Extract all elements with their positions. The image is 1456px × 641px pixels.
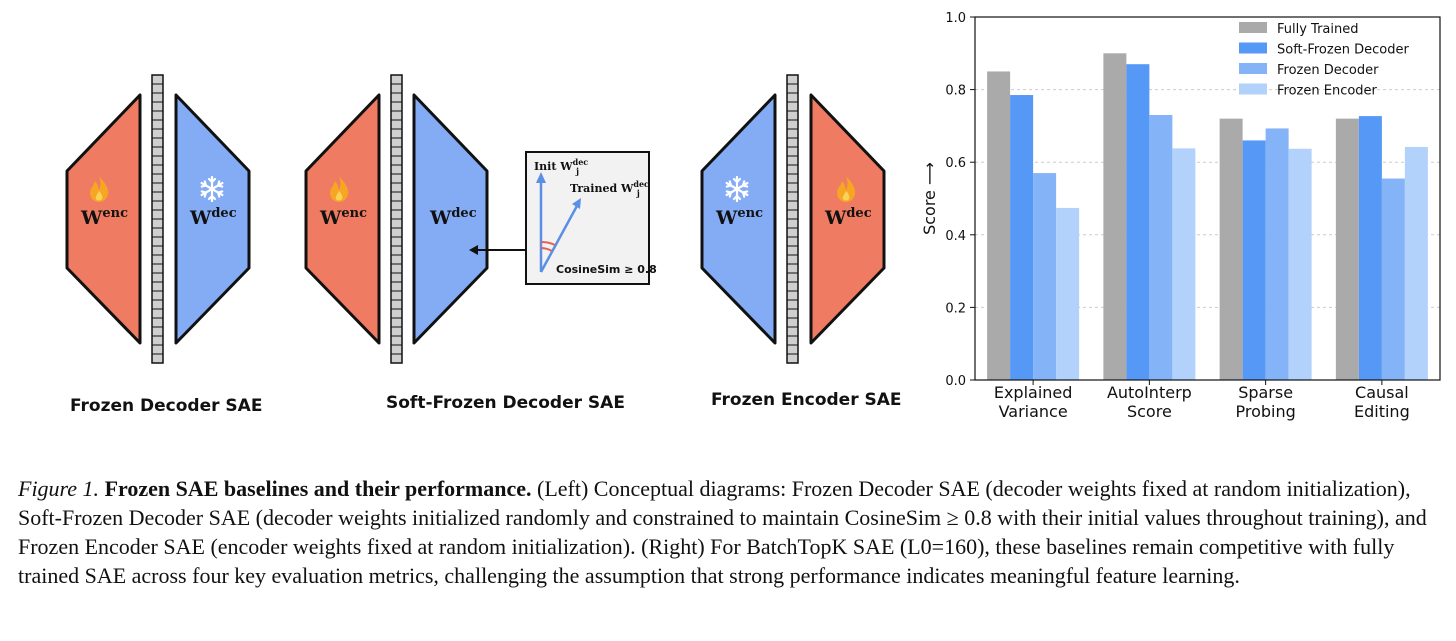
legend-swatch <box>1239 63 1267 74</box>
bar <box>1265 128 1289 380</box>
y-tick-label: 0.2 <box>945 301 966 316</box>
decoder-block <box>174 93 251 345</box>
legend-label: Fully Trained <box>1277 22 1359 37</box>
bar <box>1149 115 1173 380</box>
legend-label: Frozen Decoder <box>1277 63 1379 78</box>
decoder-block <box>412 93 489 345</box>
decoder-block <box>809 93 886 345</box>
bar <box>1242 140 1266 380</box>
bar <box>1172 148 1196 380</box>
bar <box>1358 116 1382 380</box>
encoder-block <box>65 93 142 345</box>
bar <box>1056 207 1080 380</box>
conceptual-diagrams: Wenc Wdec Wenc Wdec <box>65 74 886 364</box>
trained-vector <box>539 203 580 273</box>
latent-bar <box>151 74 164 364</box>
bar <box>1404 146 1428 380</box>
latent-bar <box>390 74 403 364</box>
bar <box>1288 148 1312 380</box>
bar <box>1381 178 1405 380</box>
bar <box>1335 118 1359 380</box>
y-tick-label: 0.6 <box>945 156 966 171</box>
y-tick-label: 0.4 <box>945 229 966 244</box>
legend-swatch <box>1239 22 1267 33</box>
bar <box>987 71 1011 380</box>
y-tick-label: 0.8 <box>945 84 966 99</box>
legend-swatch <box>1239 42 1267 54</box>
bar <box>1219 118 1243 380</box>
latent-bar <box>786 74 799 364</box>
encoder-weight-label: Wenc <box>319 206 367 229</box>
decoder-weight-label: Wdec <box>429 206 477 229</box>
encoder-weight-label: Wenc <box>80 206 128 229</box>
angle-arc <box>540 247 553 252</box>
legend-label: Soft-Frozen Decoder <box>1277 43 1409 58</box>
y-tick-label: 0.0 <box>945 374 966 389</box>
legend-label: Frozen Encoder <box>1277 84 1378 99</box>
frozen-encoder-label: Frozen Encoder SAE <box>711 390 902 410</box>
bar <box>1126 64 1150 380</box>
figure-number: Figure 1. <box>18 476 100 501</box>
figure-caption: Figure 1. Frozen SAE baselines and their… <box>18 474 1438 590</box>
frozen-decoder-diagram: Wenc Wdec <box>65 74 251 364</box>
caption-title: Frozen SAE baselines and their performan… <box>104 476 532 501</box>
bar <box>1010 95 1034 381</box>
cosine-sim-label: CosineSim ≥ 0.8 <box>556 263 657 276</box>
encoder-weight-label: Wenc <box>715 206 763 229</box>
y-tick-label: 1.0 <box>945 11 966 26</box>
caption-text: (Left) Conceptual diagrams: Frozen Decod… <box>18 476 1427 588</box>
encoder-block <box>700 93 777 345</box>
decoder-weight-label: Wdec <box>189 206 237 229</box>
plot-frame <box>974 16 1441 381</box>
decoder-weight-label: Wdec <box>824 206 872 229</box>
bar <box>1103 53 1127 381</box>
bar <box>1033 173 1057 380</box>
encoder-block <box>304 93 381 345</box>
soft-frozen-decoder-label: Soft-Frozen Decoder SAE <box>386 393 625 413</box>
frozen-decoder-label: Frozen Decoder SAE <box>70 396 263 416</box>
frozen-encoder-diagram: Wenc Wdec <box>700 74 886 364</box>
legend-swatch <box>1239 83 1267 95</box>
y-axis-label: Score ⟶ <box>920 162 939 235</box>
